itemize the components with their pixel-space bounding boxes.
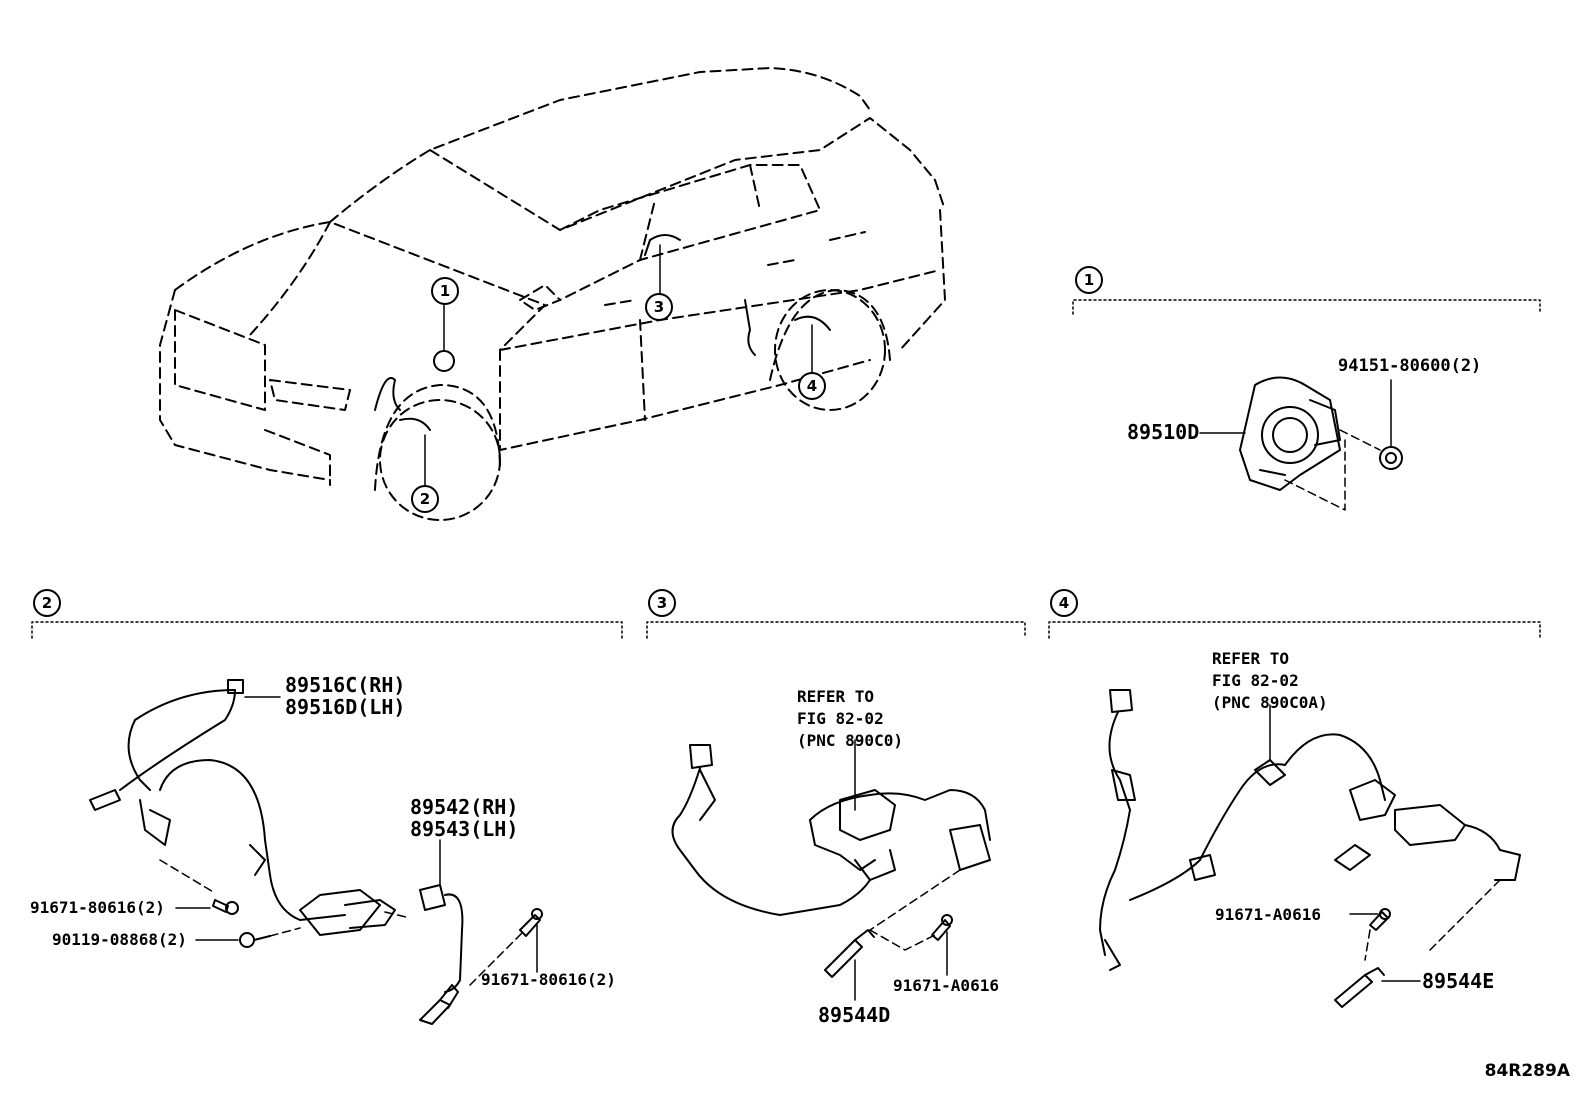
part-89544D[interactable]: 89544D bbox=[818, 1003, 891, 1027]
group3-refer-line1: REFER TO bbox=[797, 687, 875, 706]
part-90119-08868[interactable]: 90119-08868(2) bbox=[52, 930, 187, 949]
part-91671-80616-a[interactable]: 91671-80616(2) bbox=[30, 898, 165, 917]
group1-sensor-drawing bbox=[1199, 376, 1403, 511]
part-89516C-rh[interactable]: 89516C(RH) bbox=[285, 673, 406, 697]
vehicle-callout-leaders bbox=[424, 244, 813, 486]
group2-drawing bbox=[89, 679, 543, 1025]
part-91671-A0616-g4[interactable]: 91671-A0616 bbox=[1215, 905, 1321, 924]
vehicle-harness-marks bbox=[374, 234, 831, 431]
part-89516D-lh[interactable]: 89516D(LH) bbox=[285, 695, 406, 719]
group4-refer-line2: FIG 82-02 bbox=[1212, 671, 1299, 690]
part-89510D[interactable]: 89510D bbox=[1127, 420, 1200, 444]
group3-drawing bbox=[671, 739, 991, 1001]
figure-id: 84R289A bbox=[1484, 1061, 1570, 1081]
part-91671-A0616-g3[interactable]: 91671-A0616 bbox=[893, 976, 999, 995]
callout-4-vehicle[interactable]: 4 bbox=[798, 372, 826, 400]
part-89542-rh[interactable]: 89542(RH) bbox=[410, 795, 519, 819]
part-94151-80600[interactable]: 94151-80600(2) bbox=[1338, 356, 1482, 376]
section-1-marker[interactable]: 1 bbox=[1075, 266, 1103, 294]
part-89543-lh[interactable]: 89543(LH) bbox=[410, 817, 519, 841]
section-4-marker[interactable]: 4 bbox=[1050, 589, 1078, 617]
section-3-marker[interactable]: 3 bbox=[648, 589, 676, 617]
vehicle-illustration bbox=[159, 67, 946, 521]
section-2-marker[interactable]: 2 bbox=[33, 589, 61, 617]
callout-1-vehicle[interactable]: 1 bbox=[431, 277, 459, 305]
group4-refer-line3[interactable]: (PNC 890C0A) bbox=[1212, 693, 1328, 712]
callout-2-vehicle[interactable]: 2 bbox=[411, 485, 439, 513]
part-89544E[interactable]: 89544E bbox=[1422, 969, 1495, 993]
group3-refer-line2: FIG 82-02 bbox=[797, 709, 884, 728]
callout-3-vehicle[interactable]: 3 bbox=[645, 293, 673, 321]
group-brackets bbox=[31, 299, 1541, 639]
group3-refer-line3[interactable]: (PNC 890C0) bbox=[797, 731, 903, 750]
group4-drawing bbox=[1099, 689, 1521, 1008]
part-91671-80616-c[interactable]: 91671-80616(2) bbox=[481, 970, 616, 989]
group4-refer-line1: REFER TO bbox=[1212, 649, 1290, 668]
